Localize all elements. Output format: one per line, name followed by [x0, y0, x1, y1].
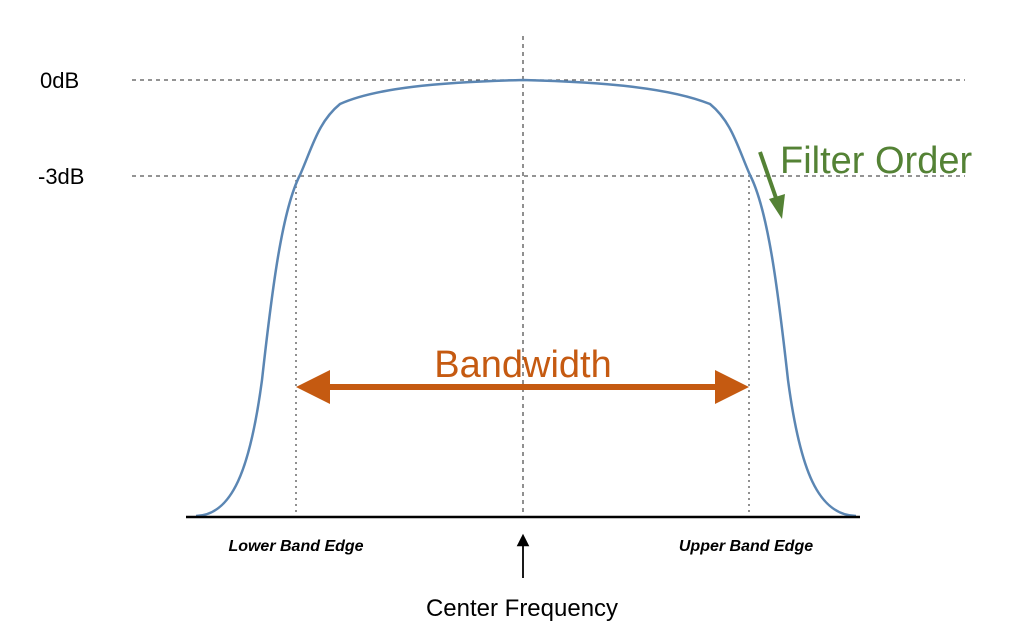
minus-3db-label: -3dB — [38, 164, 84, 189]
filter-response-curve — [195, 78, 857, 518]
upper-band-edge-label: Upper Band Edge — [679, 538, 813, 555]
filter-order-arrow — [758, 151, 785, 219]
lower-band-edge-label: Lower Band Edge — [228, 538, 363, 555]
filter-order-label: Filter Order — [780, 140, 972, 182]
zero-db-label: 0dB — [40, 68, 79, 93]
bandwidth-label: Bandwidth — [434, 344, 611, 386]
center-frequency-label: Center Frequency — [426, 595, 618, 622]
bandwidth-arrow — [296, 370, 749, 404]
